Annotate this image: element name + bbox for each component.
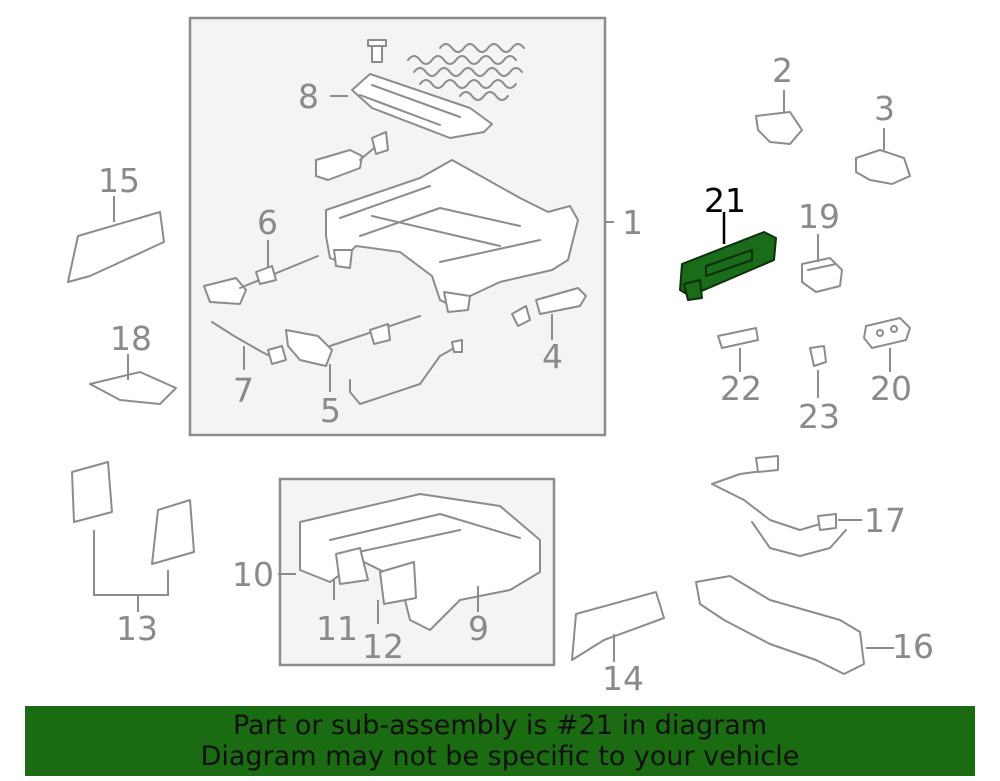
callout-4: 4 xyxy=(542,337,563,376)
callout-18: 18 xyxy=(110,319,152,358)
callout-20: 20 xyxy=(870,369,912,408)
part-16-rail xyxy=(695,575,865,675)
part-21-control-module xyxy=(679,231,777,301)
callout-2: 2 xyxy=(772,51,793,90)
callout-23: 23 xyxy=(798,397,840,436)
banner-line-2: Diagram may not be specific to your vehi… xyxy=(200,741,800,772)
callout-21: 21 xyxy=(704,181,746,220)
part-5-motor xyxy=(285,315,463,405)
part-14-cover xyxy=(571,591,665,661)
callout-19: 19 xyxy=(798,197,840,236)
part-1-seat-frame xyxy=(325,159,579,313)
part-17-harness xyxy=(711,455,847,557)
part-18-bracket xyxy=(89,371,177,405)
part-2-clip xyxy=(755,111,803,145)
callout-13: 13 xyxy=(116,609,158,648)
part-20-bracket xyxy=(863,317,911,349)
callout-16: 16 xyxy=(892,627,934,666)
callout-6: 6 xyxy=(257,203,278,242)
callout-15: 15 xyxy=(98,161,140,200)
part-13-covers xyxy=(71,461,195,565)
callout-9: 9 xyxy=(468,609,489,648)
part-4-switch xyxy=(511,287,587,327)
callout-10: 10 xyxy=(232,555,274,594)
callout-17: 17 xyxy=(864,501,906,540)
callout-12: 12 xyxy=(362,627,404,666)
callout-8: 8 xyxy=(298,77,319,116)
callout-5: 5 xyxy=(320,391,341,430)
callout-1: 1 xyxy=(622,203,643,242)
part-7-cable xyxy=(211,321,287,365)
part-6-adjuster-rod xyxy=(203,255,319,305)
part-bracket-small xyxy=(315,131,389,181)
info-banner: Part or sub-assembly is #21 in diagram D… xyxy=(25,706,975,776)
callout-7: 7 xyxy=(233,371,254,410)
part-23-clip xyxy=(809,345,827,367)
part-8-cushion-pan xyxy=(351,39,525,139)
callout-11: 11 xyxy=(316,609,358,648)
banner-line-1: Part or sub-assembly is #21 in diagram xyxy=(232,710,768,741)
part-3-clip xyxy=(855,149,911,185)
part-19-connector xyxy=(801,257,843,293)
part-22-pad xyxy=(717,327,759,349)
part-15-cover xyxy=(67,211,165,283)
callout-22: 22 xyxy=(720,369,762,408)
callout-14: 14 xyxy=(602,659,644,698)
callout-3: 3 xyxy=(874,89,895,128)
part-10-seat-base xyxy=(299,493,541,631)
